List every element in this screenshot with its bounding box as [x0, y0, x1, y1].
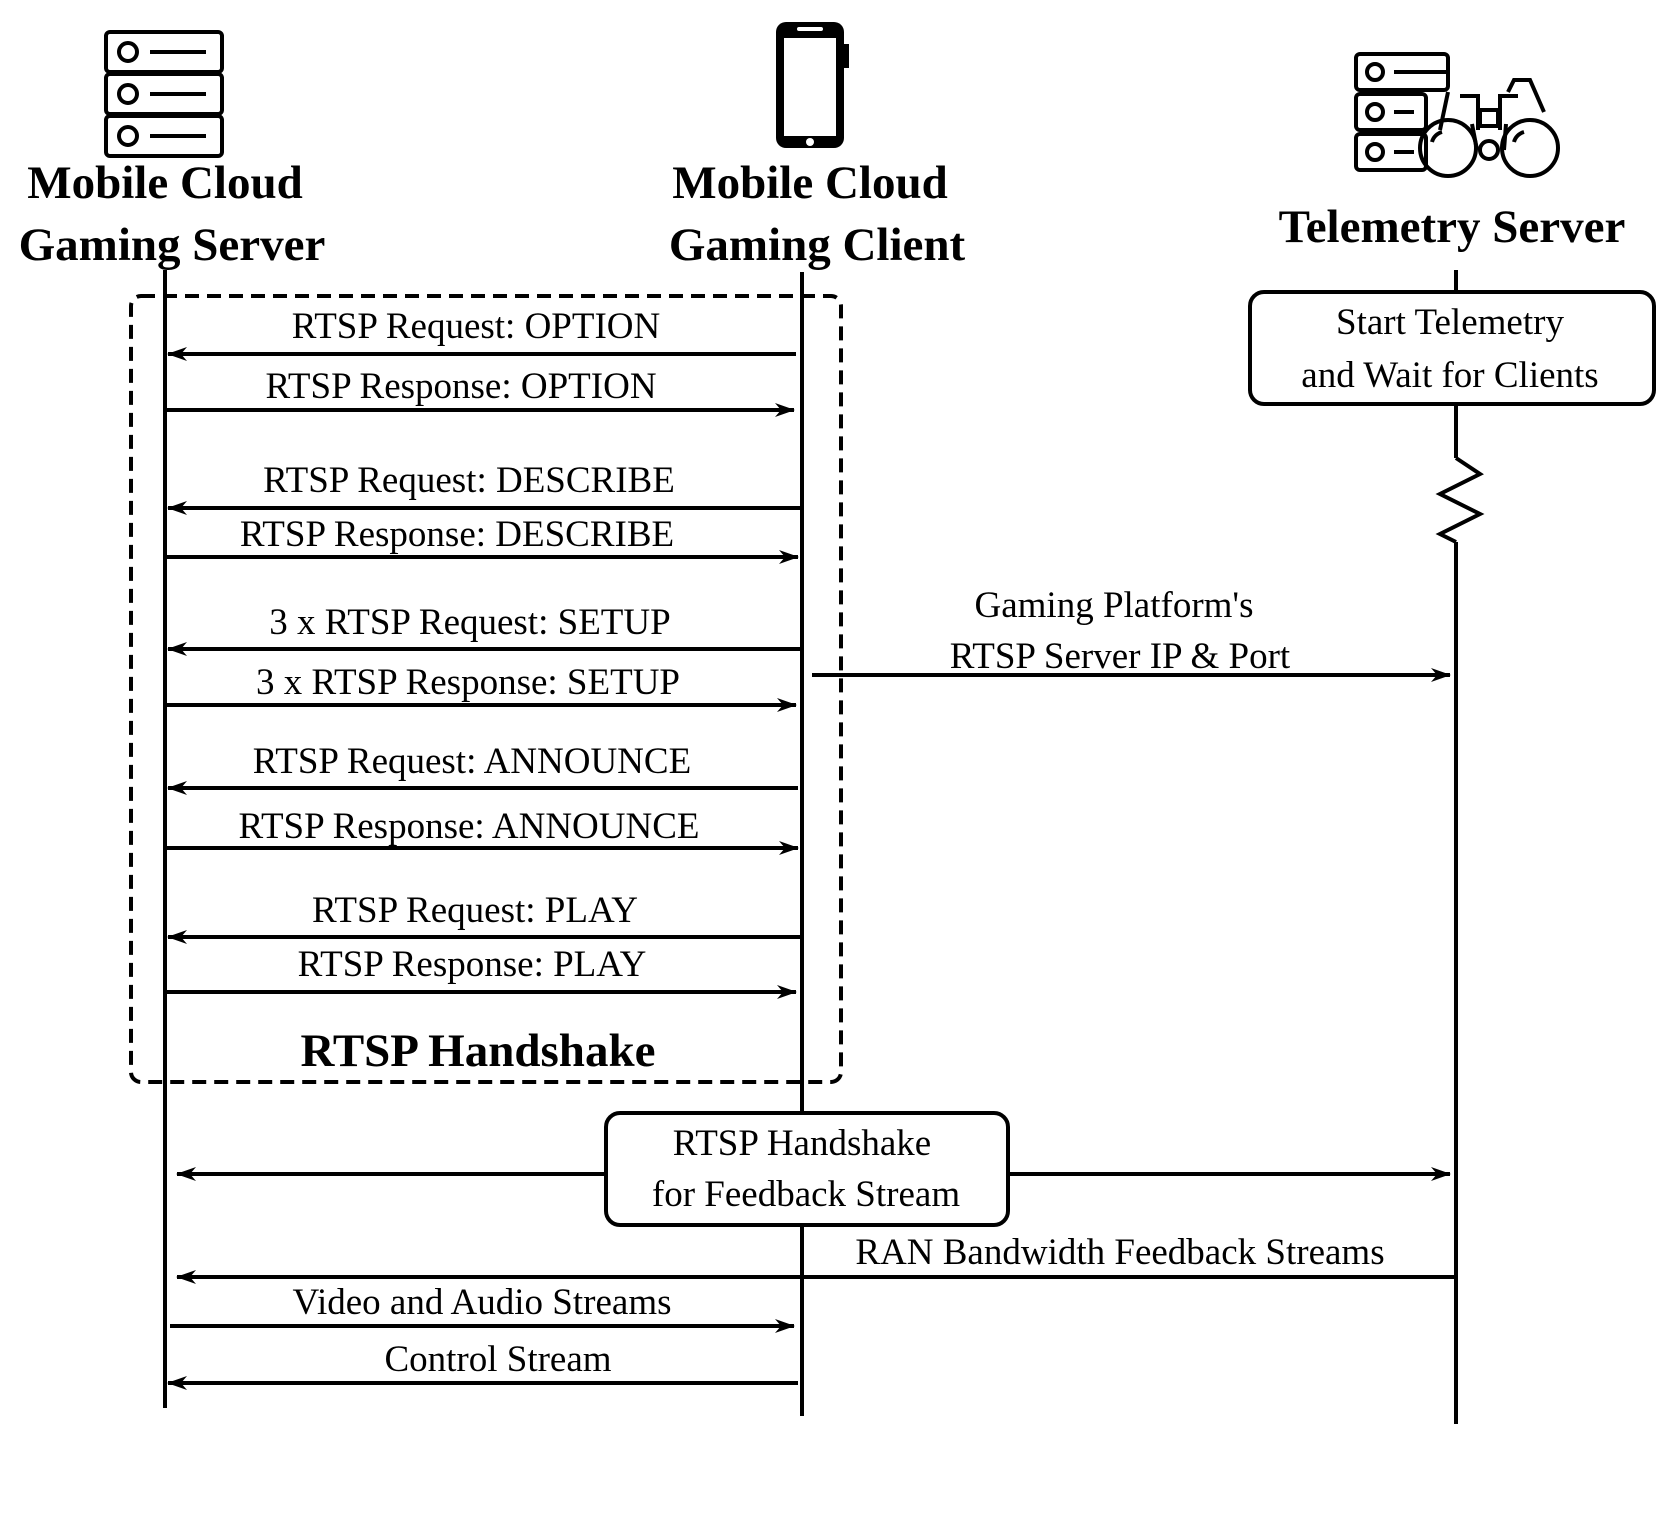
telemetry-start-line2: and Wait for Clients: [1301, 355, 1598, 396]
client-title-line1: Mobile Cloud: [672, 157, 948, 209]
rtsp-handshake-group: [129, 294, 843, 1084]
server-rack-icon: [104, 30, 224, 158]
msg-describe-response-label: RTSP Response: DESCRIBE: [240, 514, 674, 555]
feedback-box-line2: for Feedback Stream: [652, 1174, 960, 1215]
control-stream-label: Control Stream: [384, 1339, 611, 1380]
msg-play-response-label: RTSP Response: PLAY: [298, 944, 647, 985]
feedback-handshake-box: [604, 1111, 1010, 1227]
server-title-line1: Mobile Cloud: [27, 157, 303, 209]
telemetry-break-zigzag: [1435, 456, 1485, 544]
video-audio-label: Video and Audio Streams: [292, 1282, 671, 1323]
msg-describe-request-label: RTSP Request: DESCRIBE: [263, 460, 675, 501]
msg-setup-response-label: 3 x RTSP Response: SETUP: [256, 662, 680, 703]
msg-option-response-label: RTSP Response: OPTION: [265, 366, 656, 407]
server-title-line2: Gaming Server: [19, 219, 326, 271]
rtsp-handshake-title: RTSP Handshake: [301, 1025, 656, 1077]
telemetry-start-box: [1248, 290, 1656, 406]
msg-announce-response-label: RTSP Response: ANNOUNCE: [238, 806, 699, 847]
ran-feedback-label: RAN Bandwidth Feedback Streams: [855, 1232, 1384, 1273]
msg-setup-request-label: 3 x RTSP Request: SETUP: [269, 602, 670, 643]
msg-announce-request-label: RTSP Request: ANNOUNCE: [253, 741, 691, 782]
feedback-box-line1: RTSP Handshake: [673, 1123, 931, 1164]
client-title-line2: Gaming Client: [669, 219, 966, 271]
smartphone-icon: [776, 22, 849, 148]
server-binoculars-icon: [1354, 52, 1560, 178]
msg-option-request-label: RTSP Request: OPTION: [292, 306, 660, 347]
msg-play-request-label: RTSP Request: PLAY: [312, 890, 638, 931]
telemetry-start-line1: Start Telemetry: [1336, 302, 1564, 343]
telemetry-title: Telemetry Server: [1279, 201, 1626, 253]
platform-info-line1: Gaming Platform's: [975, 585, 1254, 626]
platform-info-line2: RTSP Server IP & Port: [950, 636, 1291, 677]
